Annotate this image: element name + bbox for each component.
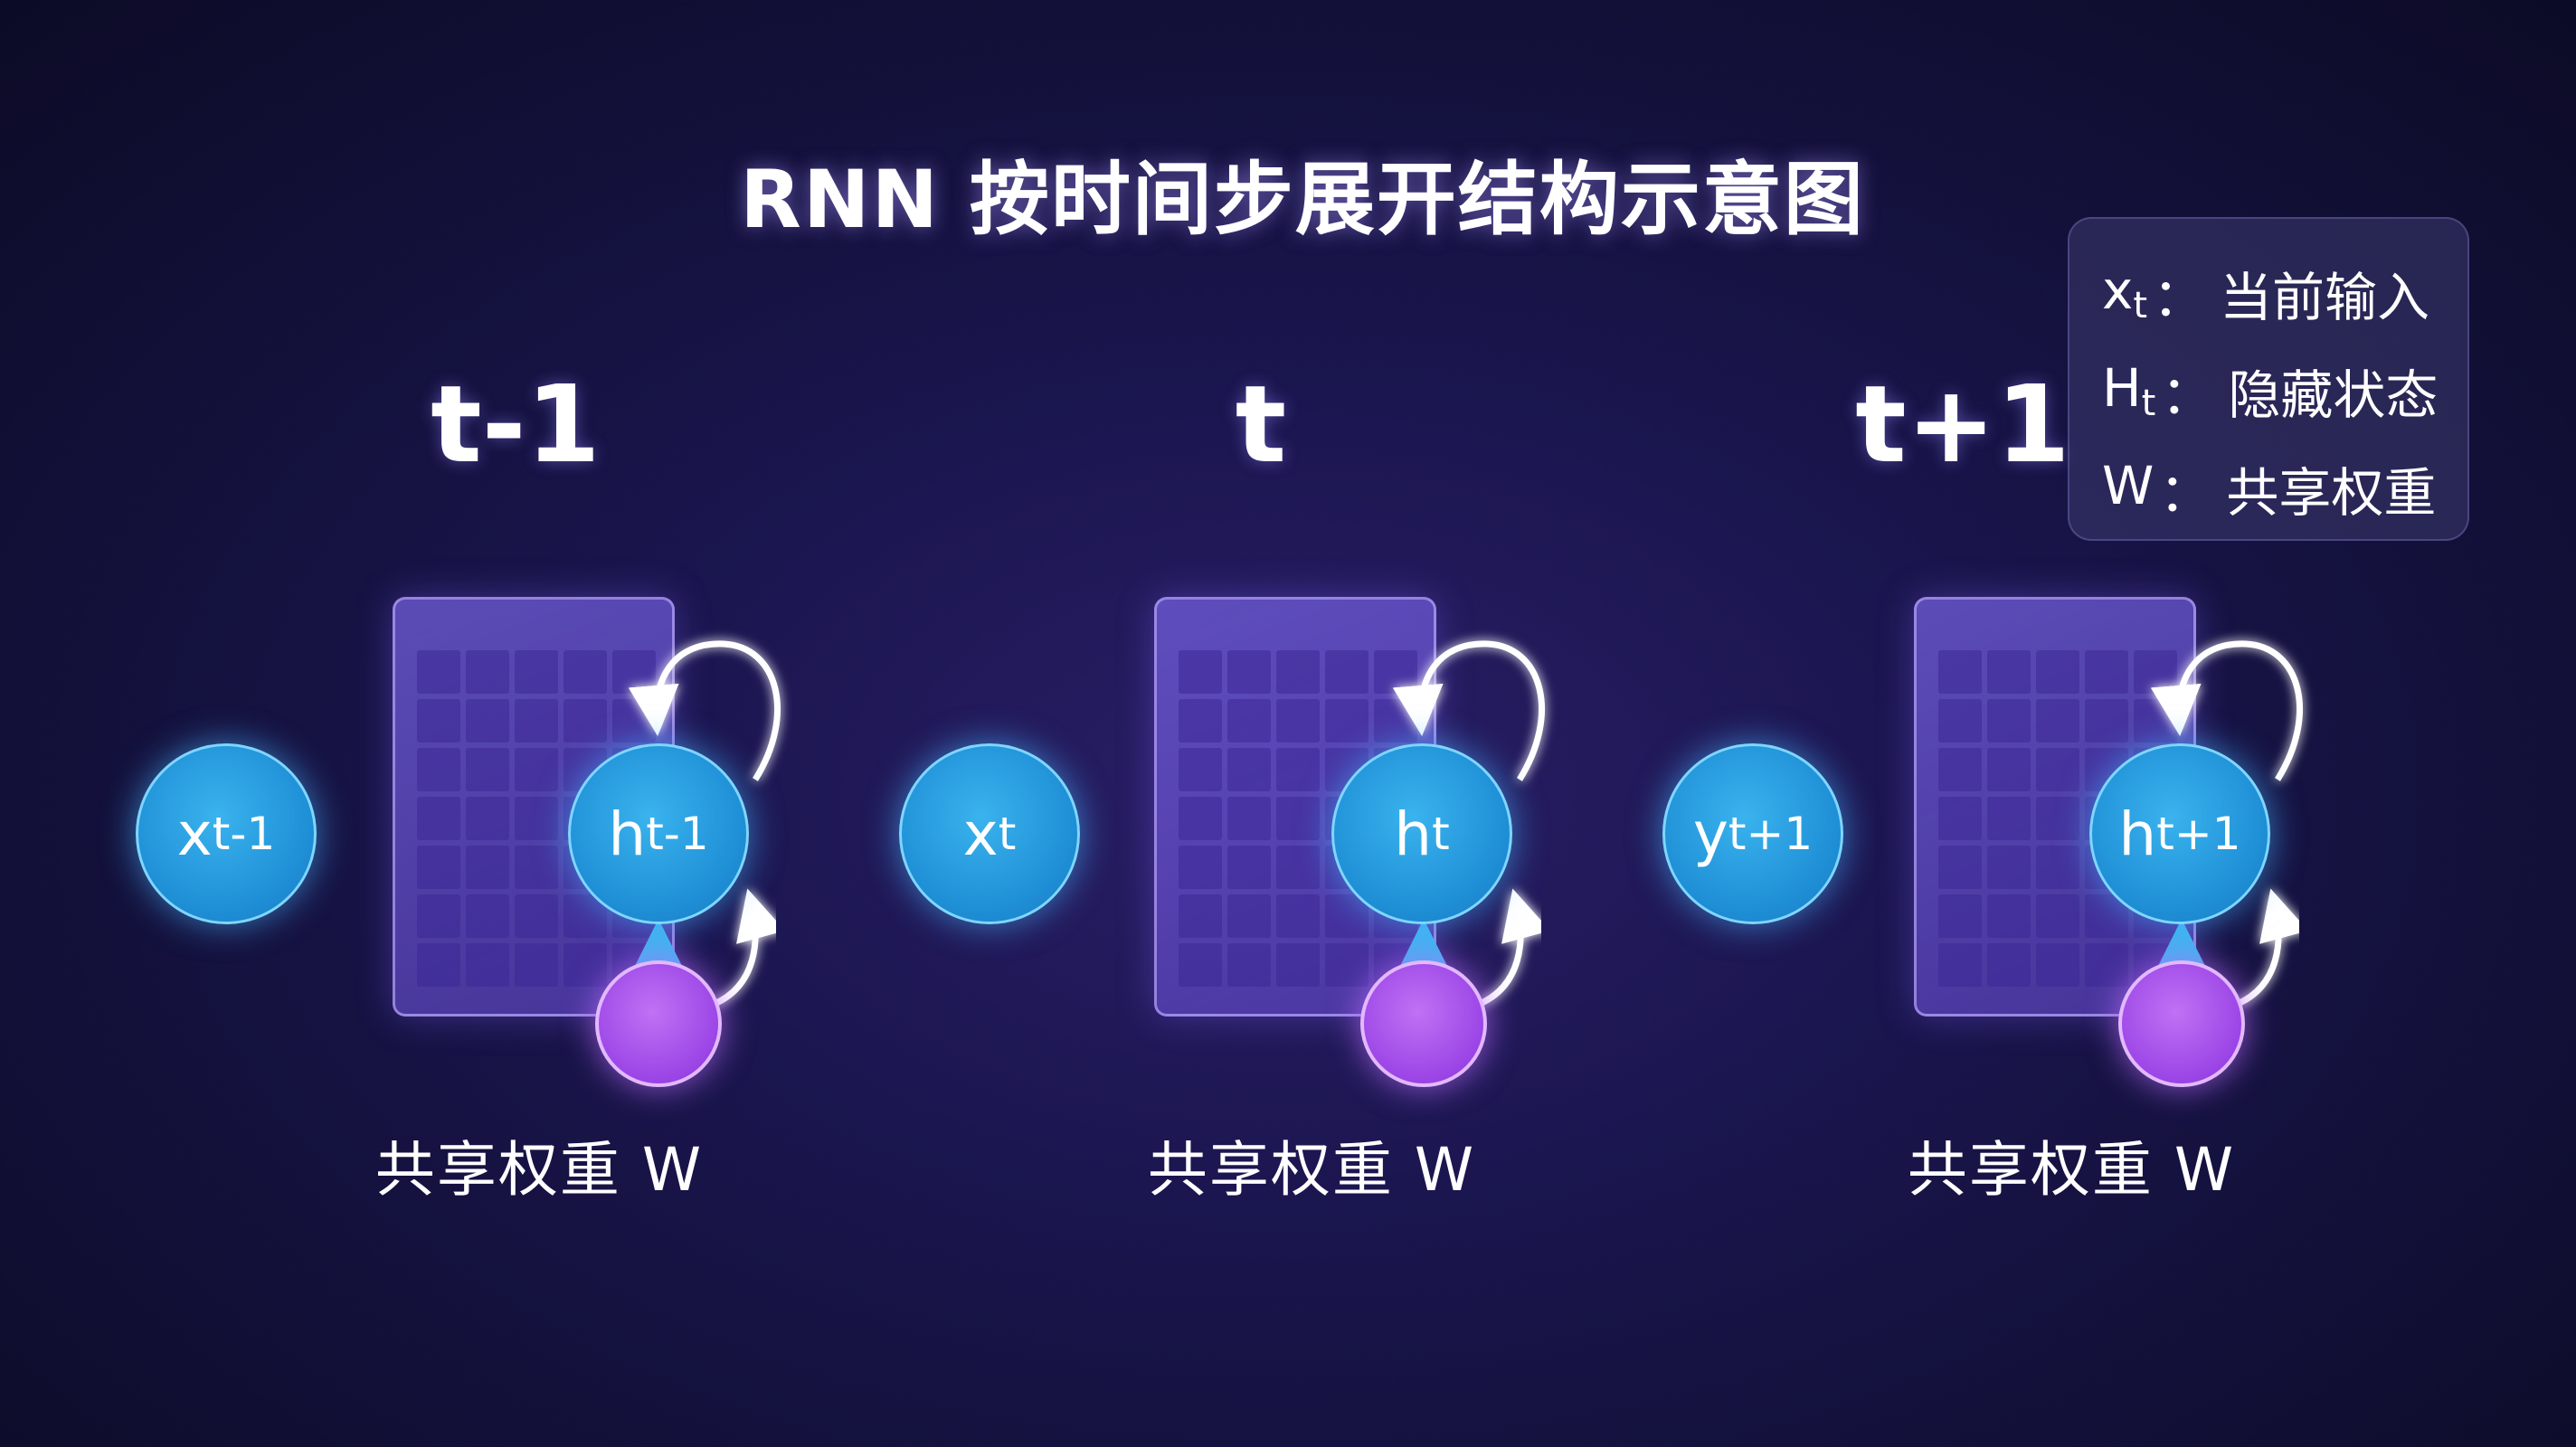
grid-cell	[564, 943, 607, 987]
grid-cell	[1325, 699, 1368, 742]
feedback-arrow-t-plus-1	[2236, 888, 2309, 1007]
grid-cell	[1276, 699, 1320, 742]
grid-cell	[466, 894, 509, 938]
grid-cell	[1987, 650, 2031, 694]
recurrent-loop-t-plus-1	[2150, 640, 2303, 781]
grid-cell	[1987, 846, 2031, 889]
grid-cell	[515, 650, 558, 694]
shared-weight-node-t-minus-1	[595, 960, 722, 1087]
legend-text: 隐藏状态	[2228, 364, 2439, 426]
grid-cell	[1938, 894, 1982, 938]
grid-cell	[564, 650, 607, 694]
grid-cell	[1227, 699, 1271, 742]
caption-shared-weight-t: 共享权重 W	[1147, 1135, 1476, 1205]
grid-cell	[1179, 894, 1222, 938]
grid-cell	[564, 699, 607, 742]
grid-cell	[1987, 943, 2031, 987]
grid-cell	[466, 943, 509, 987]
grid-cell	[466, 699, 509, 742]
grid-cell	[1227, 894, 1271, 938]
legend-symbol: xt	[2102, 260, 2148, 326]
legend-text: 当前输入	[2220, 267, 2430, 328]
step-label-t-plus-1: t+1	[1855, 362, 2070, 487]
grid-cell	[1179, 846, 1222, 889]
grid-cell	[1227, 943, 1271, 987]
grid-cell	[417, 748, 460, 791]
feedback-arrow-t	[1478, 888, 1551, 1007]
step-label-t: t	[1235, 362, 1287, 487]
feedback-arrow-t-minus-1	[713, 888, 786, 1007]
grid-cell	[1276, 748, 1320, 791]
grid-cell	[417, 894, 460, 938]
diagram-title: RNN 按时间步展开结构示意图	[740, 153, 1865, 246]
grid-cell	[1325, 650, 1368, 694]
legend-item-input: xt ： 当前输入	[2102, 244, 2467, 342]
step-label-t-minus-1: t-1	[431, 362, 601, 487]
grid-cell	[1987, 699, 2031, 742]
grid-cell	[417, 846, 460, 889]
grid-cell	[515, 699, 558, 742]
grid-cell	[515, 894, 558, 938]
recurrent-loop-t	[1392, 640, 1545, 781]
legend-symbol: Ht	[2102, 357, 2156, 424]
recurrent-loop-t-minus-1	[628, 640, 781, 781]
grid-cell	[1276, 894, 1320, 938]
grid-cell	[1987, 894, 2031, 938]
legend-text: 共享权重	[2226, 462, 2437, 524]
grid-cell	[515, 748, 558, 791]
grid-cell	[417, 699, 460, 742]
grid-cell	[1938, 650, 1982, 694]
grid-cell	[1227, 650, 1271, 694]
grid-cell	[1179, 943, 1222, 987]
grid-cell	[2036, 894, 2079, 938]
grid-cell	[1276, 650, 1320, 694]
shared-weight-node-t-plus-1	[2118, 960, 2245, 1087]
grid-cell	[1938, 748, 1982, 791]
grid-cell	[1227, 748, 1271, 791]
grid-cell	[1938, 943, 1982, 987]
grid-cell	[2036, 943, 2079, 987]
caption-shared-weight-t-plus-1: 共享权重 W	[1907, 1135, 2236, 1205]
grid-cell	[1179, 650, 1222, 694]
legend-box: xt ： 当前输入 Ht ： 隐藏状态 W ： 共享权重	[2068, 217, 2469, 541]
grid-cell	[466, 748, 509, 791]
grid-cell	[2036, 748, 2079, 791]
grid-cell	[2085, 699, 2128, 742]
grid-cell	[466, 846, 509, 889]
grid-cell	[2036, 650, 2079, 694]
grid-cell	[1938, 846, 1982, 889]
grid-cell	[2085, 650, 2128, 694]
caption-shared-weight-t-minus-1: 共享权重 W	[374, 1135, 704, 1205]
grid-cell	[1179, 699, 1222, 742]
legend-item-hidden: Ht ： 隐藏状态	[2102, 342, 2467, 440]
grid-cell	[417, 650, 460, 694]
grid-cell	[2036, 699, 2079, 742]
grid-cell	[1227, 846, 1271, 889]
grid-cell	[2085, 943, 2128, 987]
grid-cell	[1276, 943, 1320, 987]
grid-cell	[1938, 699, 1982, 742]
legend-item-weight: W ： 共享权重	[2102, 440, 2467, 537]
grid-cell	[515, 943, 558, 987]
shared-weight-node-t	[1360, 960, 1487, 1087]
grid-cell	[1325, 943, 1368, 987]
grid-cell	[1179, 748, 1222, 791]
grid-cell	[417, 943, 460, 987]
grid-cell	[466, 650, 509, 694]
legend-symbol: W	[2102, 455, 2155, 516]
grid-cell	[1987, 748, 2031, 791]
